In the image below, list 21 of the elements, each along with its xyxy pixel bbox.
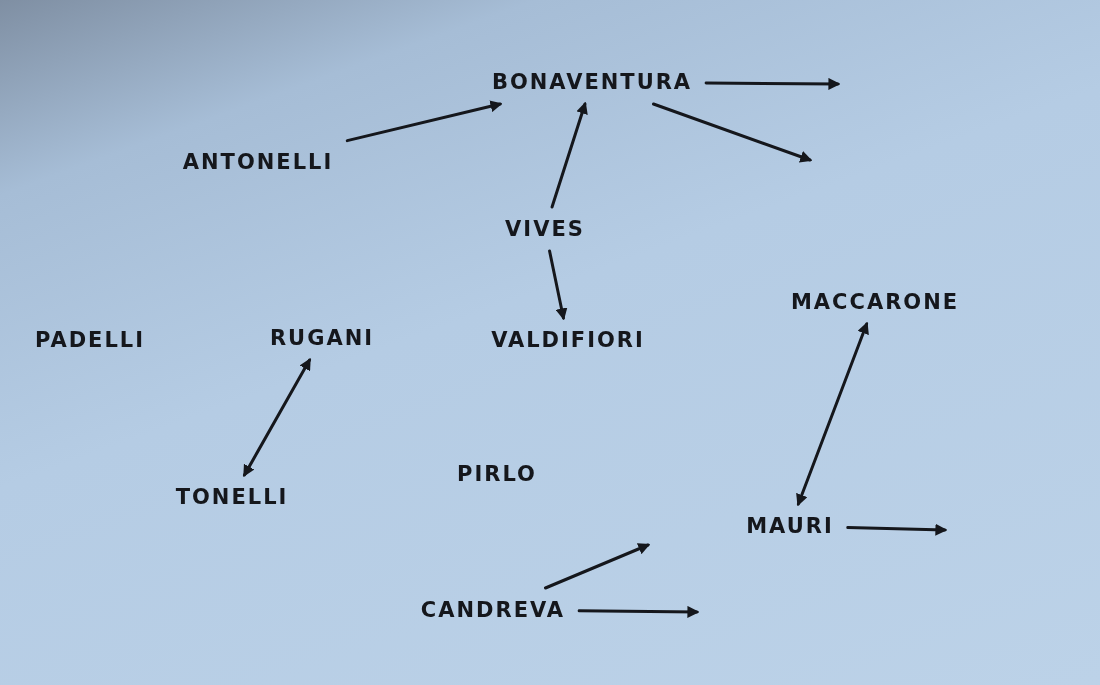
player-name: RUGANI (255, 316, 389, 360)
arrow (242, 357, 312, 478)
player-name: MAURI (732, 504, 848, 548)
player-name: MACCARONE (776, 280, 974, 324)
player-name: PADELLI (20, 318, 160, 362)
arrow (543, 543, 651, 590)
player-name: CANDREVA (406, 588, 580, 632)
player-name: ANTONELLI (168, 140, 348, 184)
arrow (796, 321, 869, 507)
arrow (550, 101, 588, 209)
player-name: PIRLO (443, 452, 551, 496)
player-name: VALDIFIORI (477, 318, 659, 362)
arrow (345, 100, 503, 143)
arrow (548, 249, 568, 321)
player-name: TONELLI (161, 475, 303, 519)
arrow (577, 605, 700, 618)
player-name: VIVES (491, 207, 599, 251)
arrow (704, 77, 841, 90)
arrow (652, 102, 813, 163)
player-name: BONAVENTURA (477, 60, 707, 104)
arrow (846, 523, 948, 536)
